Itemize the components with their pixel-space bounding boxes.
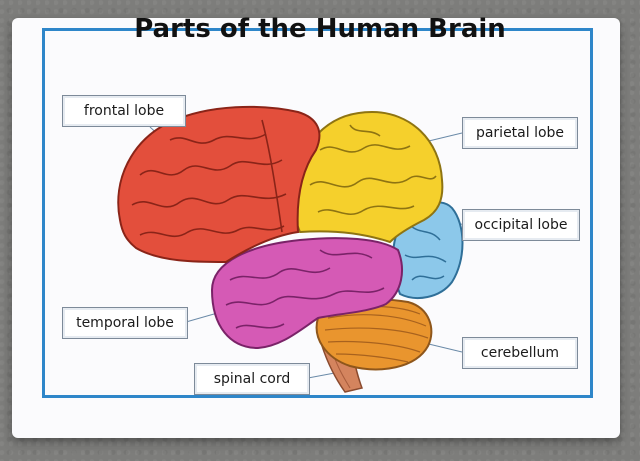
page-title: Parts of the Human Brain <box>134 14 506 44</box>
occipital-lobe-label: occipital lobe <box>462 209 580 241</box>
frontal-lobe-label: frontal lobe <box>62 95 186 127</box>
parietal-lobe-region <box>293 110 444 244</box>
temporal-lobe-label: temporal lobe <box>62 307 188 339</box>
spinal-cord-label: spinal cord <box>194 363 310 395</box>
parietal-lobe-label: parietal lobe <box>462 117 578 149</box>
poster-frame <box>42 28 593 398</box>
cerebellum-label: cerebellum <box>462 337 578 369</box>
temporal-lobe-region <box>210 237 403 350</box>
